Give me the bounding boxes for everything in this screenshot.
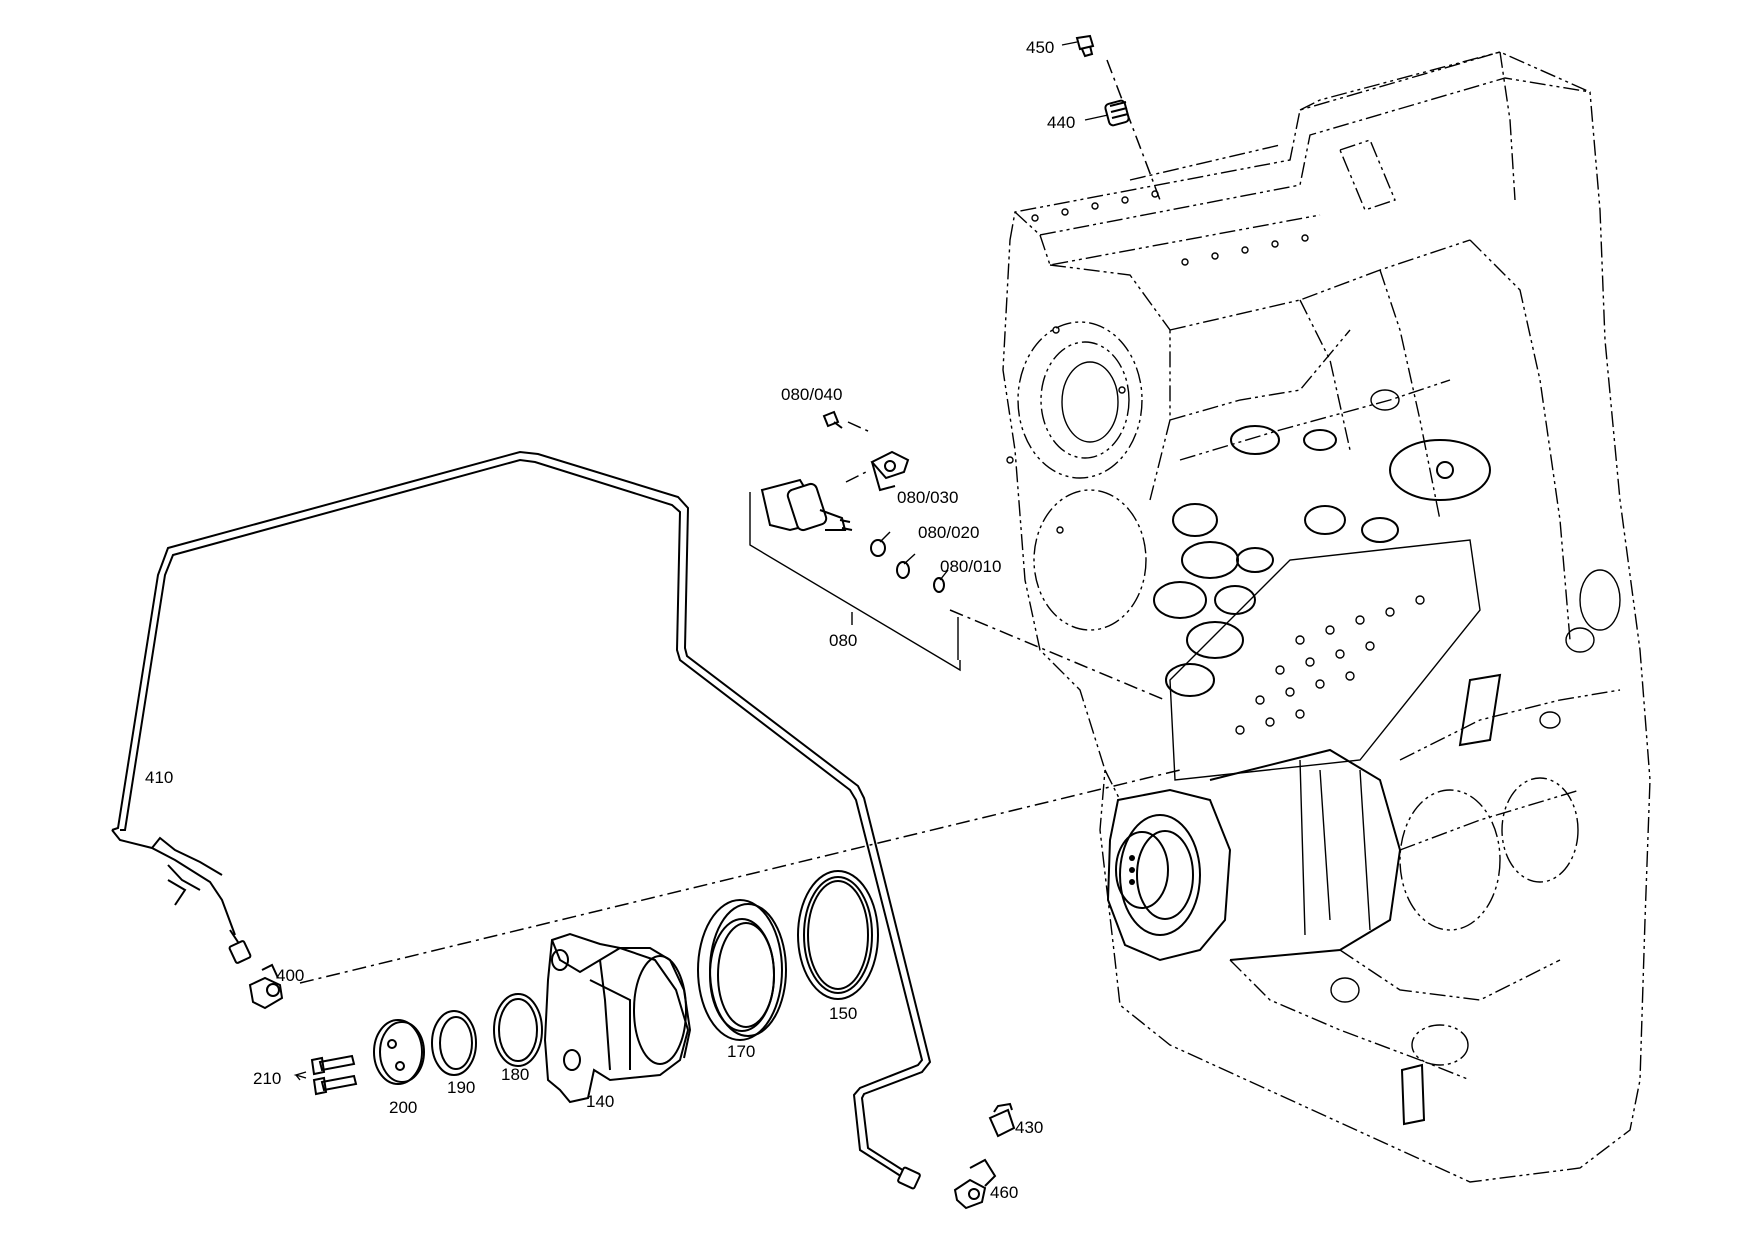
assembly-centerlines bbox=[299, 59, 1181, 984]
label-190: 190 bbox=[447, 1078, 475, 1097]
part-410-pipe bbox=[111, 450, 932, 1190]
part-080-020-oring bbox=[896, 561, 910, 579]
label-210: 210 bbox=[253, 1069, 281, 1088]
label-080-040: 080/040 bbox=[781, 385, 842, 404]
part-460-elbow bbox=[953, 1158, 997, 1210]
part-150-seal-ring bbox=[797, 870, 879, 1000]
input-bore bbox=[1006, 321, 1143, 534]
valve-cluster bbox=[1153, 389, 1595, 729]
part-200-washer bbox=[373, 1019, 425, 1085]
part-080-030-oring bbox=[870, 539, 886, 557]
part-labels: 450 440 080/040 080/030 080/020 080/010 … bbox=[145, 38, 1075, 1202]
part-080-bracket bbox=[870, 450, 910, 492]
label-150: 150 bbox=[829, 1004, 857, 1023]
part-450-bolt bbox=[1075, 34, 1095, 58]
part-080-bracket-lines bbox=[749, 492, 961, 672]
label-410: 410 bbox=[145, 768, 173, 787]
label-440: 440 bbox=[1047, 113, 1075, 132]
part-080-solenoid bbox=[760, 478, 853, 532]
label-080-030: 080/030 bbox=[897, 488, 958, 507]
label-460: 460 bbox=[990, 1183, 1018, 1202]
valve-plate bbox=[1169, 539, 1502, 781]
label-450: 450 bbox=[1026, 38, 1054, 57]
top-rail-holes bbox=[1031, 190, 1309, 266]
part-430-plug bbox=[988, 1102, 1016, 1138]
label-080-020: 080/020 bbox=[918, 523, 979, 542]
part-440-plug bbox=[1104, 99, 1130, 127]
output-flange bbox=[1106, 748, 1402, 962]
leader-lines bbox=[295, 41, 1109, 1081]
label-400: 400 bbox=[276, 966, 304, 985]
part-170-seal bbox=[697, 899, 787, 1041]
label-140: 140 bbox=[586, 1092, 614, 1111]
label-200: 200 bbox=[389, 1098, 417, 1117]
part-400-elbow bbox=[248, 963, 284, 1010]
label-170: 170 bbox=[727, 1042, 755, 1061]
part-180-oring bbox=[493, 993, 543, 1067]
transmission-housing bbox=[1002, 51, 1651, 1183]
part-140-yoke bbox=[543, 932, 692, 1104]
part-080-010-oring bbox=[933, 577, 945, 593]
part-080-040-screw bbox=[822, 410, 843, 429]
part-210-bolts bbox=[293, 1054, 358, 1096]
label-180: 180 bbox=[501, 1065, 529, 1084]
label-080-010: 080/010 bbox=[940, 557, 1001, 576]
label-430: 430 bbox=[1015, 1118, 1043, 1137]
part-190-shim bbox=[431, 1010, 477, 1076]
label-080: 080 bbox=[829, 631, 857, 650]
